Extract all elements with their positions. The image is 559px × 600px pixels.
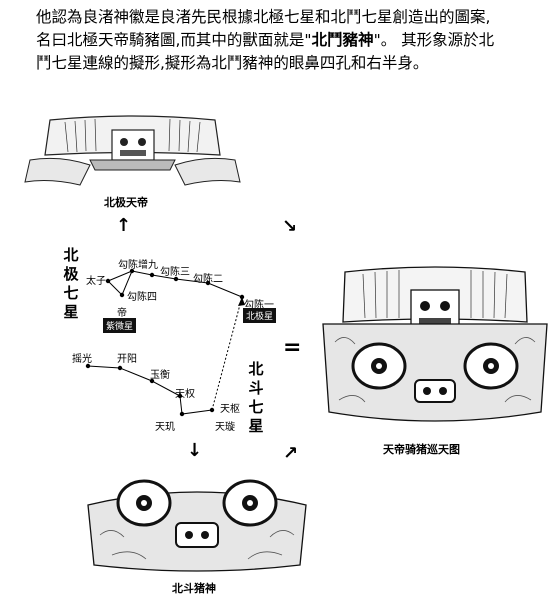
star-yaoguang: 摇光 [72, 354, 92, 365]
star-tianji: 天玑 [155, 422, 175, 433]
tag-ziwei-star: 紫微星 [103, 318, 137, 333]
constellation-lines [85, 268, 245, 417]
top-deity-figure [24, 115, 241, 186]
paragraph-line-2: 名曰北極天帝騎豬圖,而其中的獸面就是"北鬥豬神"。 其形象源於北 [36, 31, 495, 49]
bottom-boar-figure [87, 479, 307, 572]
star-kaiyang: 开阳 [117, 354, 137, 365]
big-dipper-title: 北斗七星 [248, 360, 264, 435]
equals-sign: = [283, 335, 302, 360]
star-gouchen-zengjiu: 勾陈增九 [118, 260, 158, 271]
star-gouchen-si: 勾陈四 [127, 292, 157, 303]
right-rider-figure [322, 266, 548, 422]
tag-polaris: 北极星 [243, 308, 277, 323]
star-gouchen-er: 勾陈二 [193, 274, 223, 285]
paragraph-line-1: 他認為良渚神徽是良渚先民根據北極七星和北鬥七星創造出的圖案, [36, 8, 491, 26]
caption-bottom: 北斗猪神 [172, 582, 216, 595]
star-taizi: 太子 [86, 276, 106, 287]
star-di: 帝 [117, 308, 127, 319]
star-gouchen-san: 勾陈三 [160, 267, 190, 278]
star-yuheng: 玉衡 [150, 370, 170, 381]
star-tianquan: 天权 [175, 389, 195, 400]
intro-paragraph: 他認為良渚神徽是良渚先民根據北極七星和北鬥七星創造出的圖案, 名曰北極天帝騎豬圖… [36, 6, 551, 75]
highlight-text: 北鬥豬神 [311, 31, 374, 49]
arrow-up-right: ↗ [283, 443, 299, 464]
arrow-up: ↑ [116, 215, 132, 236]
caption-right: 天帝骑猪巡天图 [383, 443, 460, 456]
caption-top: 北极天帝 [104, 196, 148, 209]
north-pole-stars-title: 北极七星 [63, 246, 79, 321]
arrow-down: ↓ [187, 440, 203, 461]
arrow-down-right: ↘ [282, 216, 298, 237]
star-gouchen-yi: 勾陈一 [244, 300, 274, 311]
paragraph-line-3: 鬥七星連線的擬形,擬形為北鬥豬神的眼鼻四孔和右半身。 [36, 54, 429, 72]
star-tianshu: 天枢 [220, 404, 240, 415]
star-tianxuan: 天璇 [215, 422, 235, 433]
